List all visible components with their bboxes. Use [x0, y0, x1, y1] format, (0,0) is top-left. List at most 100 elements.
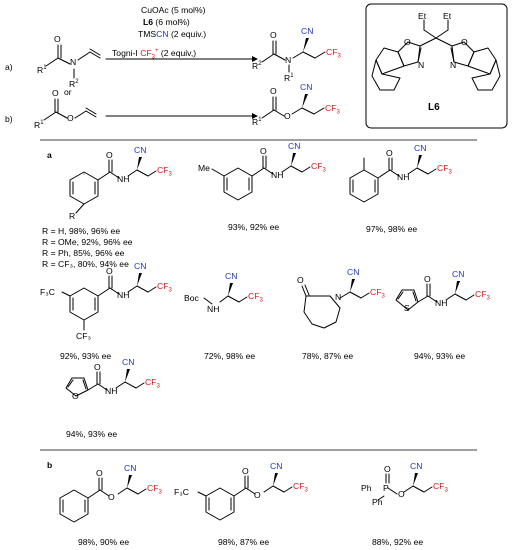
product-b — [261, 94, 325, 119]
ligand-o-right: O — [461, 37, 468, 47]
yield-p9: 98%, 90% ee — [78, 537, 130, 547]
group-cf3: CF3 — [325, 103, 340, 116]
atom-ph: Ph — [361, 483, 372, 493]
atom-n: N — [285, 55, 292, 65]
product-2-structure — [211, 153, 311, 201]
group-cf3: CF3 — [147, 483, 162, 496]
ligand-et-right: Et — [443, 11, 452, 21]
product-4-structure — [61, 273, 157, 331]
yield-r-ph: R = Ph, 85%, 96% ee — [42, 248, 125, 258]
ligand-label: L6 — [428, 102, 440, 113]
group-cf3: CF3 — [157, 165, 172, 178]
atom-r1: R1 — [252, 116, 262, 127]
atom-o: O — [54, 34, 61, 44]
label-b: b) — [5, 114, 13, 124]
atom-o: O — [108, 492, 115, 502]
atom-o: O — [284, 111, 291, 121]
group-cn: CN — [414, 143, 427, 153]
yield-p8: 94%, 93% ee — [66, 429, 118, 439]
atom-r1: R2 — [252, 60, 262, 71]
atom-o: O — [270, 86, 277, 96]
yield-p4: 92%, 93% ee — [60, 351, 112, 361]
product-11-structure — [377, 473, 433, 501]
ligand-n-left: N — [418, 60, 425, 70]
ligand-n-right: N — [450, 60, 457, 70]
group-cf3: CF3 — [248, 291, 263, 304]
group-cf3: CF3 — [157, 281, 172, 294]
group-cf3: CF3 — [145, 377, 160, 390]
product-5-structure — [203, 283, 248, 305]
yield-p5: 72%, 98% ee — [204, 351, 256, 361]
group-cf3: CF3 — [433, 481, 448, 494]
ligand-box — [365, 3, 508, 129]
atom-o: O — [96, 468, 103, 478]
yield-p6: 78%, 87% ee — [302, 351, 354, 361]
atom-r1: R1 — [37, 64, 47, 75]
group-cn: CN — [124, 463, 137, 473]
atom-f3c: F₃C — [40, 287, 55, 297]
group-cf3: CF3 — [326, 47, 341, 60]
group-cn: CN — [225, 271, 238, 281]
yield-p3: 97%, 98% ee — [366, 224, 418, 234]
group-cn: CN — [134, 145, 147, 155]
group-cn: CN — [452, 269, 465, 279]
yield-p10: 98%, 87% ee — [218, 537, 270, 547]
label-a: a) — [5, 62, 13, 72]
group-cn: CN — [300, 82, 313, 92]
product-10-structure — [197, 473, 293, 521]
atom-ph: Ph — [372, 497, 383, 507]
product-8-structure — [65, 369, 145, 397]
atom-o-furan: O — [72, 391, 79, 401]
atom-nh: NH — [105, 386, 118, 396]
atom-o: O — [297, 275, 304, 285]
atom-o: O — [260, 146, 267, 156]
group-cn: CN — [122, 357, 135, 367]
condition-catalyst: CuOAc (5 mol%) — [141, 5, 206, 15]
group-cn: CN — [134, 261, 147, 271]
ligand-l6-structure — [371, 19, 501, 91]
condition-ligand: L6 (6 mol%) — [143, 17, 190, 27]
atom-r1: R1 — [34, 119, 44, 130]
product-1-structure — [69, 157, 157, 214]
condition-cyanide: TMSCN (2 equiv.) — [138, 29, 207, 39]
ligand-et-left: Et — [418, 11, 427, 21]
atom-nh: NH — [435, 298, 448, 308]
substrate-b — [43, 98, 97, 121]
yield-r-cf3: R = CF₃, 80%, 94% ee — [42, 259, 129, 269]
atom-me: Me — [198, 163, 210, 173]
atom-o: O — [242, 466, 249, 476]
product-a — [261, 38, 326, 73]
yield-r-ome: R = OMe, 92%, 96% ee — [42, 237, 133, 247]
atom-nh: NH — [397, 172, 410, 182]
atom-nh: NH — [117, 290, 130, 300]
or-text: or — [64, 87, 72, 97]
section-b-label: b — [47, 460, 53, 470]
yield-r-h: R = H, 98%, 96% ee — [42, 226, 121, 236]
yield-p2: 93%, 92% ee — [228, 222, 280, 232]
group-cn: CN — [301, 26, 314, 36]
ligand-o-left: O — [404, 37, 411, 47]
yield-p11: 88%, 92% ee — [372, 537, 424, 547]
group-cn: CN — [288, 141, 301, 151]
atom-f3c: F₃C — [174, 487, 189, 497]
group-cf3: CF3 — [293, 481, 308, 494]
atom-o: O — [424, 274, 431, 284]
atom-nh: NH — [271, 170, 284, 180]
atom-n: N — [70, 57, 77, 67]
group-cf3: CF3 — [370, 287, 385, 300]
group-cf3: CF3 — [311, 161, 326, 174]
atom-o: O — [398, 489, 405, 499]
atom-o: O — [52, 88, 59, 98]
product-6-structure — [301, 279, 370, 329]
product-3-structure — [349, 155, 437, 203]
product-9-structure — [59, 475, 147, 523]
atom-o: O — [67, 113, 74, 123]
atom-p: P — [383, 483, 389, 493]
atom-o: O — [94, 362, 101, 372]
atom-cf3-bottom: CF₃ — [76, 331, 91, 341]
atom-boc: Boc — [184, 293, 199, 303]
atom-s: S — [404, 303, 410, 313]
substrate-a — [45, 44, 101, 79]
atom-o: O — [106, 150, 113, 160]
